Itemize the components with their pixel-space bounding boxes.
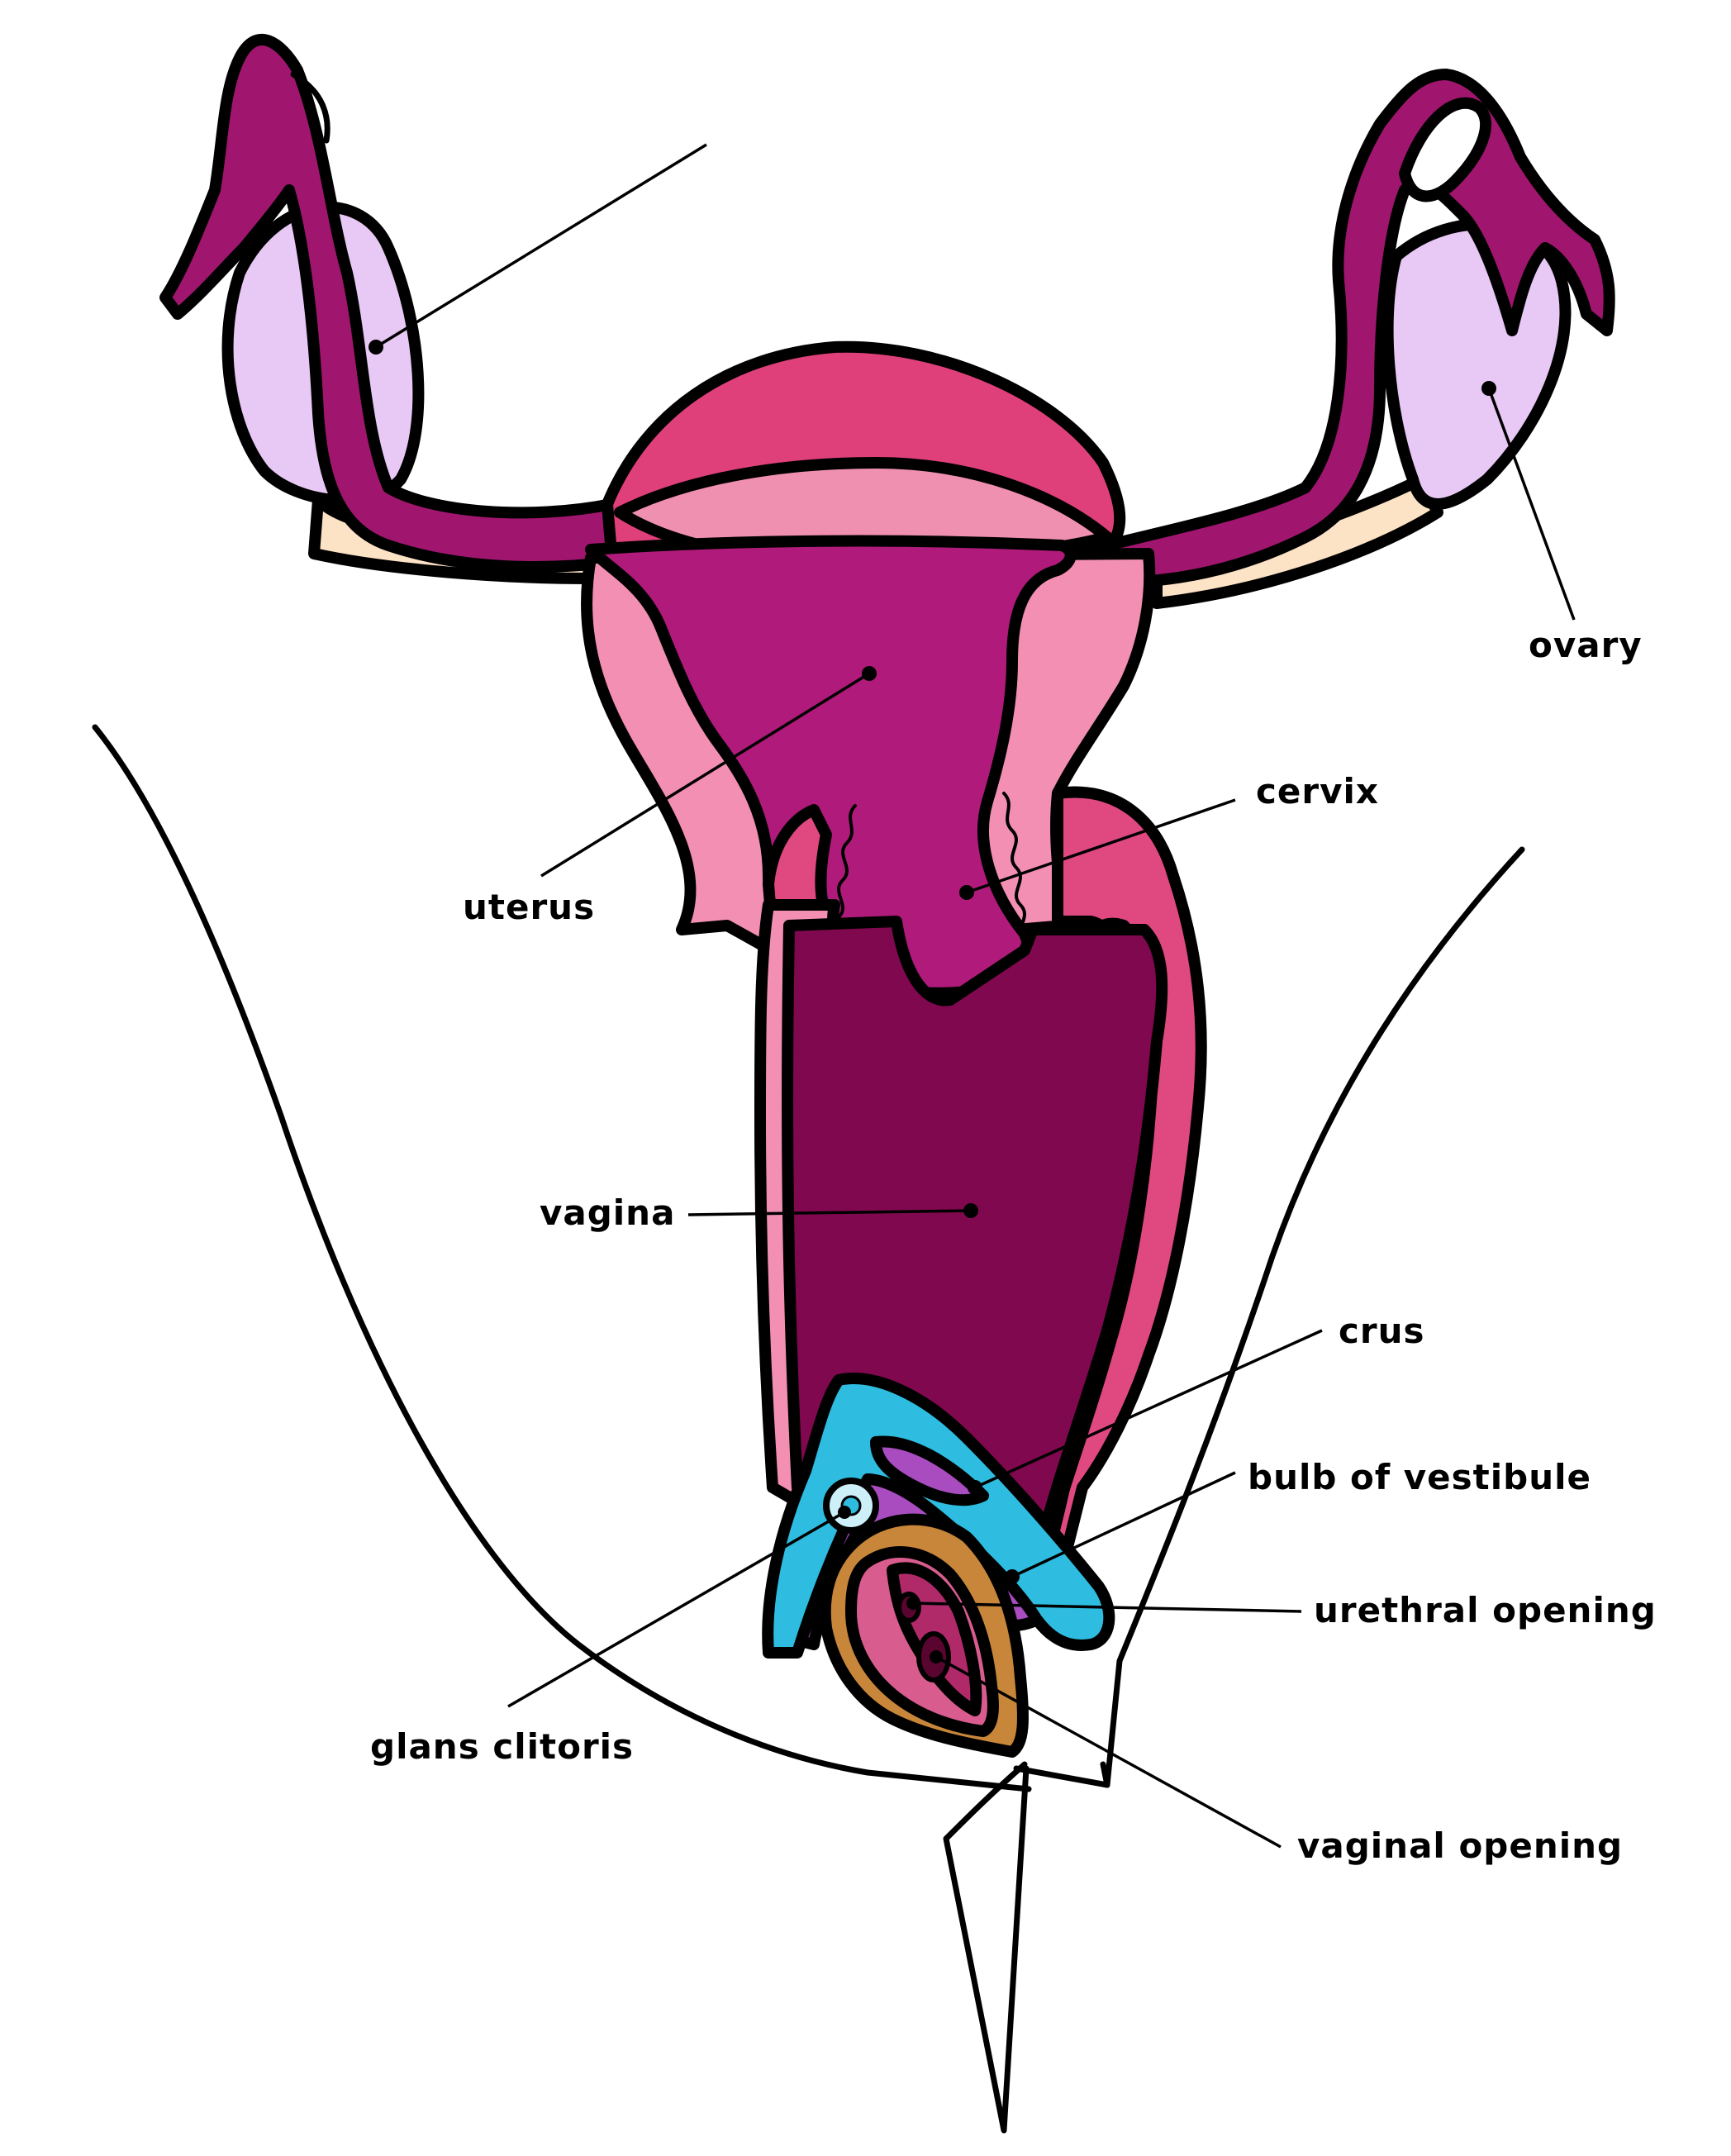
urethral-leader-line [912, 1602, 1302, 1613]
glans-leader-line [507, 1511, 845, 1708]
tube-leader-dot [369, 340, 383, 355]
right-fallopian-tube [1101, 69, 1615, 588]
crus-inner-notch [870, 1435, 989, 1506]
ovary-leader-line [1487, 388, 1576, 621]
vagina-leader-line [687, 1209, 972, 1216]
label-urethral-opening: urethral opening [1314, 1590, 1657, 1630]
right-tube-inner-opening [1399, 97, 1492, 202]
vagina-leader-dot [963, 1203, 978, 1218]
uterus-leader-line [540, 672, 870, 878]
left-thigh-outline [92, 724, 1032, 1792]
label-glans-clitoris: glans clitoris [370, 1726, 634, 1767]
uterus-leader-dot [862, 666, 877, 681]
label-bulb-of-vestibule: bulb of vestibule [1248, 1457, 1591, 1497]
label-ovary: ovary [1529, 625, 1643, 665]
bulb-leader-line [1011, 1471, 1236, 1578]
label-uterus: uterus [463, 887, 595, 927]
label-crus: crus [1339, 1311, 1425, 1351]
perineum-outline [1013, 1761, 1110, 1788]
vaginal-opening-leader-line [935, 1655, 1282, 1849]
cervix-leader-line [966, 798, 1236, 894]
vaginal-opening-leader-dot [930, 1650, 943, 1663]
label-cervix: cervix [1256, 771, 1379, 811]
tube-leader-line [375, 143, 707, 349]
buttock-cleft-outline [943, 1761, 1030, 2134]
ovary-leader-dot [1481, 381, 1496, 396]
left-fallopian-tube [159, 34, 621, 573]
glans-leader-dot [838, 1506, 851, 1519]
crus-leader-dot [968, 1480, 982, 1495]
urethral-leader-dot [906, 1597, 920, 1610]
crus-leader-line [974, 1329, 1323, 1489]
bulb-leader-dot [1005, 1569, 1020, 1584]
cervix-leader-dot [959, 885, 974, 900]
label-vaginal-opening: vaginal opening [1297, 1825, 1623, 1866]
label-vagina: vagina [540, 1192, 675, 1233]
right-thigh-outline [1104, 846, 1525, 1788]
left-tube-groove [290, 71, 331, 144]
